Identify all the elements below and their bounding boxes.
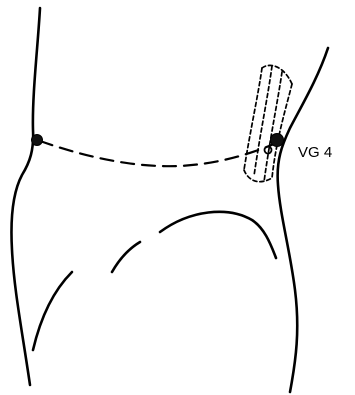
buttock-fold-left (33, 272, 72, 350)
hatched-region (244, 65, 292, 182)
vg4-point-marker (271, 134, 284, 147)
sacral-curve (160, 212, 276, 258)
right-body-contour (278, 48, 328, 392)
left-body-contour (11, 8, 40, 385)
sacral-dash-left (112, 242, 140, 272)
vg4-label: VG 4 (298, 144, 332, 161)
waist-dashed-line (40, 141, 274, 166)
left-point-marker (32, 135, 43, 146)
